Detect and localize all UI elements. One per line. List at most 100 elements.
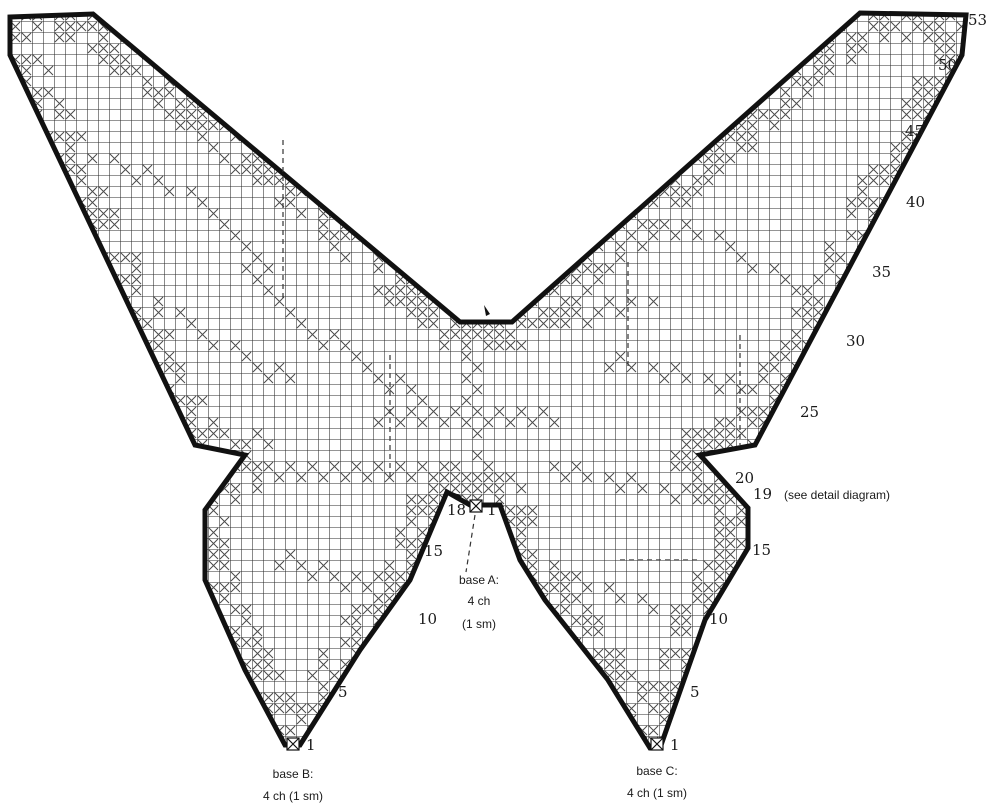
- mesh-x-cell: [176, 44, 185, 53]
- mesh-x-cell: [759, 66, 768, 75]
- mesh-x-cell: [176, 528, 185, 537]
- mesh-x-cell: [99, 308, 108, 317]
- mesh-x-cell: [979, 66, 988, 75]
- mesh-x-cell: [88, 286, 97, 295]
- mesh-x-cell: [935, 132, 944, 141]
- mesh-x-cell: [682, 748, 691, 757]
- mesh-x-cell: [759, 506, 768, 515]
- mesh-x-cell: [165, 418, 174, 427]
- mesh-x-cell: [11, 88, 20, 97]
- mesh-x-cell: [77, 253, 86, 262]
- mesh-x-cell: [803, 363, 812, 372]
- mesh-x-cell: [616, 209, 625, 218]
- mesh-x-cell: [770, 55, 779, 64]
- mesh-x-cell: [363, 209, 372, 218]
- mesh-x-cell: [308, 176, 317, 185]
- mesh-x-cell: [704, 121, 713, 130]
- mesh-x-cell: [704, 132, 713, 141]
- mesh-x-cell: [605, 209, 614, 218]
- mesh-x-cell: [484, 539, 493, 548]
- mesh-x-cell: [176, 66, 185, 75]
- mesh-x-cell: [737, 605, 746, 614]
- lower-left-row-1: 1: [306, 736, 316, 754]
- mesh-x-cell: [88, 253, 97, 262]
- mesh-x-cell: [154, 396, 163, 405]
- mesh-x-cell: [286, 143, 295, 152]
- mesh-x-cell: [176, 440, 185, 449]
- mesh-x-cell: [187, 583, 196, 592]
- mesh-x-cell: [726, 88, 735, 97]
- mesh-x-cell: [66, 209, 75, 218]
- lower-right-row-10: 10: [709, 610, 728, 628]
- mesh-x-cell: [187, 594, 196, 603]
- mesh-x-cell: [539, 253, 548, 262]
- mesh-x-cell: [121, 363, 130, 372]
- mesh-x-cell: [275, 132, 284, 141]
- mesh-x-cell: [264, 726, 273, 735]
- mesh-x-cell: [165, 407, 174, 416]
- mesh-x-cell: [825, 319, 834, 328]
- base-b-line1: base B:: [273, 767, 314, 781]
- mesh-x-cell: [539, 638, 548, 647]
- mesh-x-cell: [616, 726, 625, 735]
- mesh-x-cell: [187, 528, 196, 537]
- mesh-x-cell: [814, 352, 823, 361]
- mesh-x-cell: [715, 110, 724, 119]
- mesh-x-cell: [572, 231, 581, 240]
- mesh-x-cell: [121, 22, 130, 31]
- mesh-x-cell: [132, 11, 141, 20]
- mesh-x-cell: [572, 660, 581, 669]
- mesh-x-cell: [561, 649, 570, 658]
- mesh-x-cell: [209, 660, 218, 669]
- mesh-x-cell: [198, 594, 207, 603]
- mesh-x-cell: [418, 264, 427, 273]
- base-a-line3: (1 sm): [462, 617, 496, 631]
- mesh-x-cell: [605, 715, 614, 724]
- mesh-x-cell: [66, 220, 75, 229]
- mesh-x-cell: [913, 176, 922, 185]
- mesh-x-cell: [297, 165, 306, 174]
- mesh-x-cell: [913, 165, 922, 174]
- mesh-x-cell: [198, 462, 207, 471]
- mesh-x-cell: [748, 66, 757, 75]
- mesh-x-cell: [517, 275, 526, 284]
- mesh-x-cell: [44, 165, 53, 174]
- mesh-x-cell: [803, 33, 812, 42]
- mesh-x-cell: [11, 99, 20, 108]
- mesh-x-cell: [781, 418, 790, 427]
- mesh-x-cell: [583, 671, 592, 680]
- mesh-x-cell: [737, 451, 746, 460]
- mesh-x-cell: [176, 572, 185, 581]
- mesh-x-cell: [682, 715, 691, 724]
- mesh-x-cell: [770, 429, 779, 438]
- mesh-x-cell: [77, 242, 86, 251]
- mesh-x-cell: [561, 638, 570, 647]
- mesh-x-cell: [792, 385, 801, 394]
- mesh-x-cell: [594, 682, 603, 691]
- mesh-x-cell: [539, 627, 548, 636]
- mesh-x-cell: [121, 352, 130, 361]
- mesh-x-cell: [594, 704, 603, 713]
- mesh-x-cell: [671, 726, 680, 735]
- base-c-label: base C: 4 ch (1 sm): [627, 764, 687, 800]
- mesh-x-cell: [803, 385, 812, 394]
- mesh-x-cell: [968, 44, 977, 53]
- center-row-18: 18: [447, 501, 466, 519]
- mesh-x-cell: [44, 176, 53, 185]
- mesh-x-cell: [473, 528, 482, 537]
- mesh-x-cell: [22, 154, 31, 163]
- mesh-x-cell: [792, 33, 801, 42]
- mesh-x-cell: [132, 22, 141, 31]
- mesh-x-cell: [154, 429, 163, 438]
- mesh-x-cell: [693, 132, 702, 141]
- mesh-x-cell: [319, 165, 328, 174]
- mesh-x-cell: [748, 451, 757, 460]
- mesh-x-cell: [198, 77, 207, 86]
- mesh-x-cell: [781, 429, 790, 438]
- mesh-x-cell: [561, 253, 570, 262]
- mesh-x-cell: [242, 726, 251, 735]
- mesh-x-cell: [946, 121, 955, 130]
- mesh-x-cell: [704, 110, 713, 119]
- mesh-x-cell: [506, 286, 515, 295]
- mesh-x-cell: [231, 682, 240, 691]
